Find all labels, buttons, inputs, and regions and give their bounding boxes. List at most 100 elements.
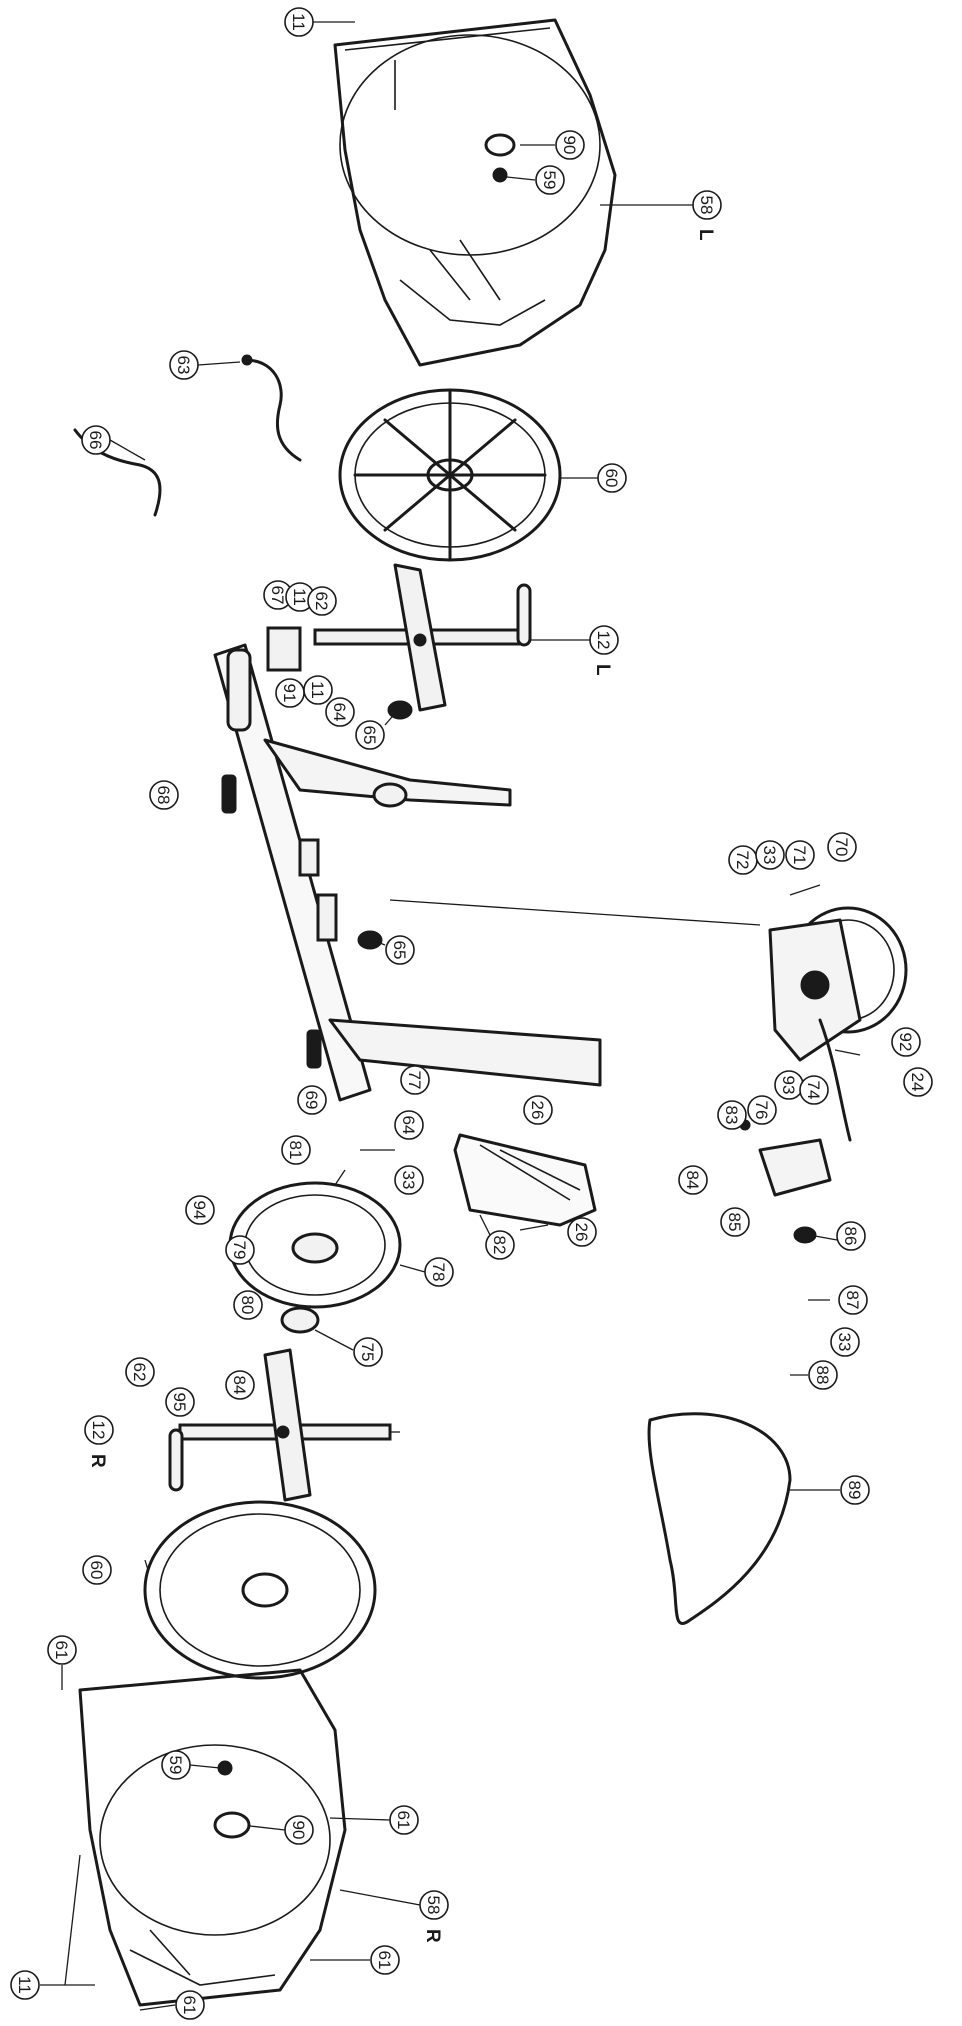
callout-92: 92 (891, 1027, 921, 1057)
svg-text:78: 78 (429, 1263, 448, 1282)
callout-60: 60 (82, 1555, 112, 1585)
part-78-drive-pulley (228, 1181, 402, 1309)
callout-75: 75 (353, 1337, 383, 1367)
svg-text:11: 11 (15, 1976, 34, 1994)
callout-26: 26 (567, 1217, 597, 1247)
part-60-disc-lower (143, 1500, 377, 1680)
callout-82: 82 (485, 1230, 515, 1260)
svg-text:67: 67 (268, 586, 287, 605)
callout-91: 91 (275, 678, 305, 708)
svg-text:87: 87 (843, 1291, 862, 1310)
svg-text:R: R (422, 1929, 443, 1943)
callout-59: 59 (535, 165, 565, 195)
callout-62: 62 (125, 1357, 155, 1387)
part-main-frame (213, 643, 602, 1102)
callout-84: 84 (225, 1370, 255, 1400)
callout-33: 33 (755, 840, 785, 870)
callout-90: 90 (284, 1815, 314, 1845)
callout-12R: 12R (84, 1415, 114, 1468)
svg-text:12: 12 (89, 1421, 108, 1440)
svg-text:61: 61 (180, 1996, 199, 2015)
callout-90: 90 (555, 130, 585, 160)
svg-text:R: R (87, 1454, 108, 1468)
part-58L-left-cover (333, 18, 617, 367)
part-80-crank-boss (280, 1306, 320, 1334)
callout-66: 66 (81, 425, 111, 455)
svg-text:63: 63 (174, 356, 193, 375)
svg-text:59: 59 (540, 171, 559, 190)
callout-61: 61 (175, 1990, 205, 2020)
svg-text:79: 79 (230, 1241, 249, 1260)
part-67-bracket (266, 626, 302, 672)
svg-text:72: 72 (733, 851, 752, 870)
svg-text:64: 64 (330, 703, 349, 722)
callout-81: 81 (281, 1135, 311, 1165)
callout-89: 89 (840, 1475, 870, 1505)
part-63-cable (241, 354, 302, 462)
svg-text:82: 82 (490, 1236, 509, 1255)
callout-76: 76 (747, 1095, 777, 1125)
svg-text:74: 74 (804, 1081, 823, 1100)
callout-94: 94 (185, 1195, 215, 1225)
callout-59: 59 (161, 1750, 191, 1780)
svg-text:75: 75 (358, 1343, 377, 1362)
callout-95: 95 (165, 1387, 195, 1417)
callout-63: 63 (169, 350, 199, 380)
callout-12L: 12L (589, 625, 619, 676)
svg-text:62: 62 (312, 592, 331, 611)
part-12R-leg-tube (168, 1348, 392, 1502)
callout-71: 71 (785, 840, 815, 870)
svg-text:26: 26 (528, 1101, 547, 1120)
leader-lines (40, 21, 861, 2011)
svg-text:88: 88 (813, 1366, 832, 1385)
callout-33: 33 (830, 1327, 860, 1357)
svg-text:65: 65 (360, 726, 379, 745)
svg-text:64: 64 (399, 1116, 418, 1135)
callout-11: 11 (10, 1970, 40, 2000)
callout-11: 11 (285, 582, 315, 612)
svg-text:77: 77 (405, 1071, 424, 1090)
svg-text:33: 33 (399, 1171, 418, 1190)
callout-93: 93 (774, 1070, 804, 1100)
part-68-grip (221, 774, 237, 814)
callout-83: 83 (717, 1100, 747, 1130)
svg-text:58: 58 (697, 196, 716, 215)
callout-87: 87 (838, 1285, 868, 1315)
svg-text:61: 61 (52, 1641, 71, 1660)
callout-78: 78 (424, 1257, 454, 1287)
svg-text:24: 24 (908, 1073, 927, 1092)
callout-61: 61 (389, 1805, 419, 1835)
callout-79: 79 (225, 1235, 255, 1265)
svg-text:61: 61 (375, 1951, 394, 1970)
svg-text:91: 91 (280, 684, 299, 703)
callout-86: 86 (836, 1221, 866, 1251)
svg-text:80: 80 (238, 1296, 257, 1315)
svg-text:83: 83 (722, 1106, 741, 1125)
callout-65: 65 (355, 720, 385, 750)
callout-88: 88 (808, 1360, 838, 1390)
svg-text:26: 26 (572, 1223, 591, 1242)
svg-text:11: 11 (289, 13, 308, 31)
svg-text:L: L (592, 664, 613, 676)
callout-80: 80 (233, 1290, 263, 1320)
part-65-bearing-b (357, 930, 383, 950)
callout-68: 68 (149, 780, 179, 810)
svg-text:33: 33 (760, 846, 779, 865)
callout-11: 11 (303, 675, 333, 705)
svg-text:86: 86 (841, 1227, 860, 1246)
part-12L-leg-tube (313, 563, 532, 712)
svg-text:92: 92 (896, 1033, 915, 1052)
callout-33: 33 (394, 1165, 424, 1195)
svg-text:84: 84 (230, 1376, 249, 1395)
svg-text:68: 68 (154, 786, 173, 805)
svg-text:76: 76 (752, 1101, 771, 1120)
svg-text:95: 95 (170, 1393, 189, 1412)
callout-70: 70 (827, 832, 857, 862)
svg-text:90: 90 (289, 1821, 308, 1840)
svg-text:65: 65 (390, 941, 409, 960)
callout-65: 65 (385, 935, 415, 965)
svg-text:60: 60 (87, 1561, 106, 1580)
svg-text:33: 33 (835, 1333, 854, 1352)
svg-text:61: 61 (394, 1811, 413, 1830)
svg-text:94: 94 (190, 1201, 209, 1220)
